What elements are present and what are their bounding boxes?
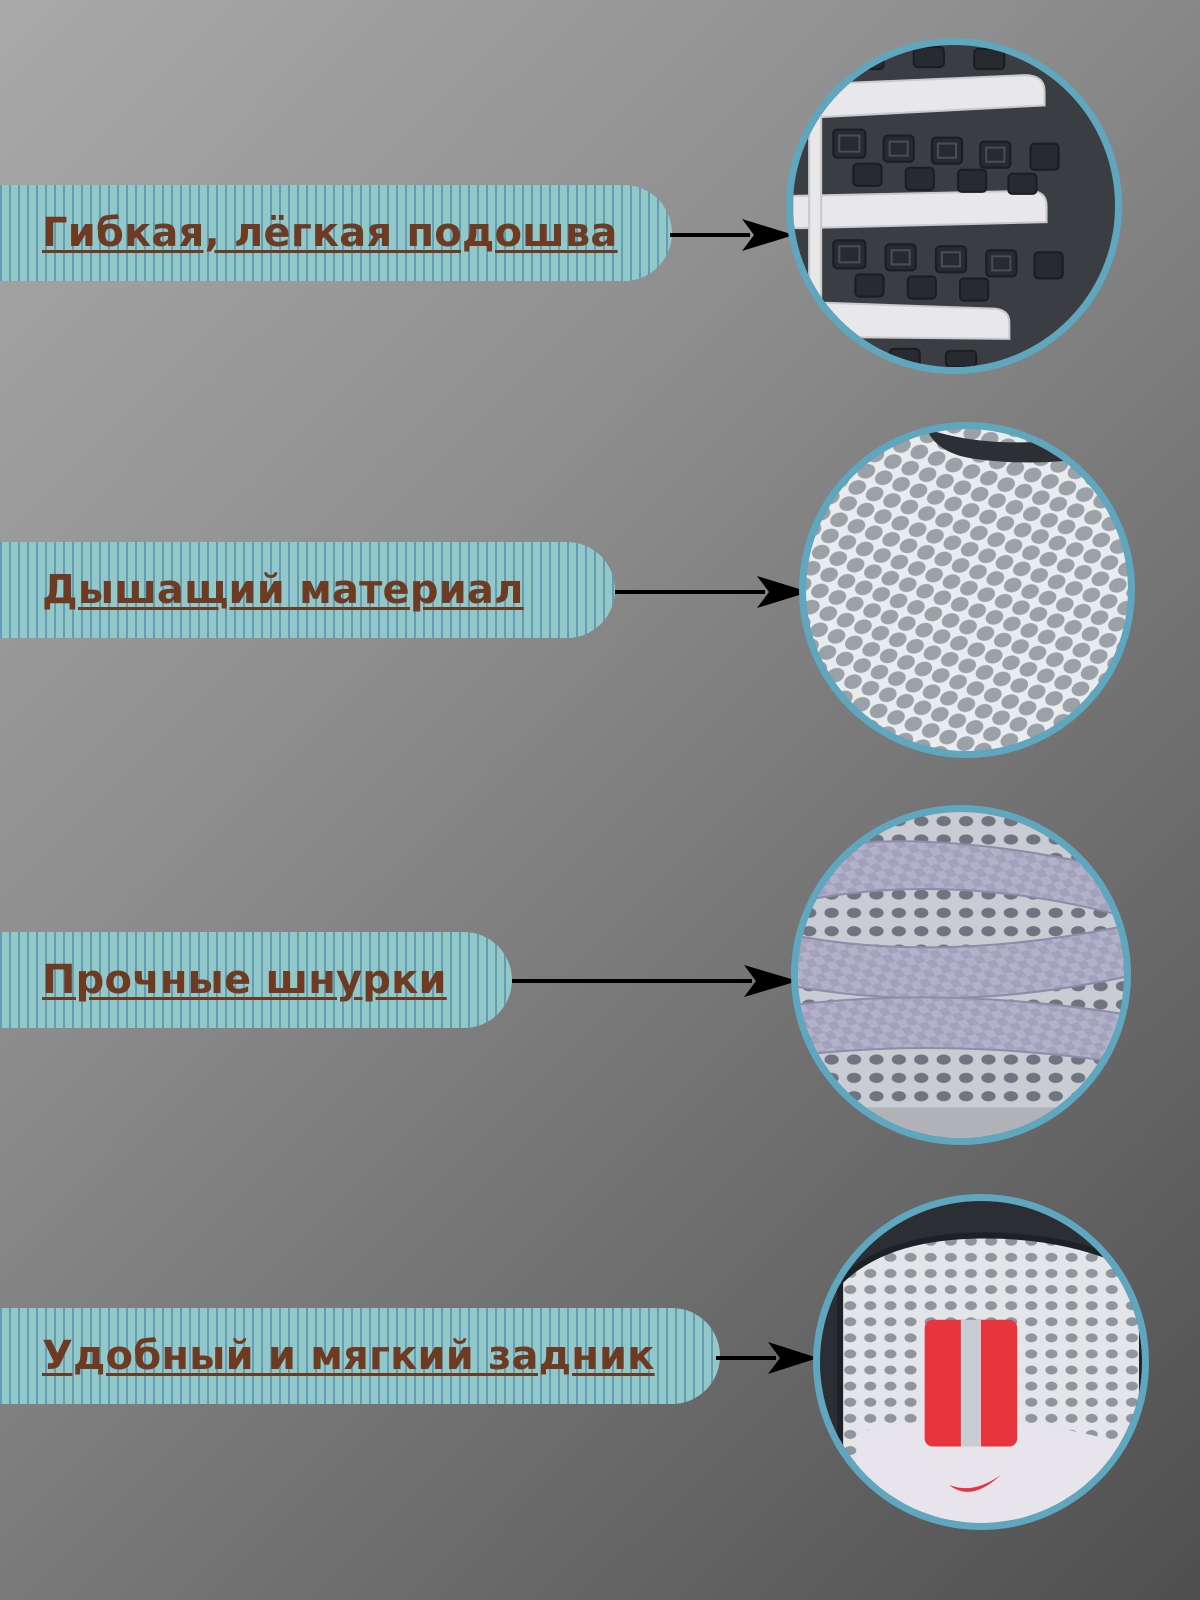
feature-label-pill: Прочные шнурки xyxy=(0,932,512,1028)
feature-label-pill: Гибкая, лёгкая подошва xyxy=(0,185,672,281)
feature-row-sole: Гибкая, лёгкая подошва xyxy=(0,30,1200,390)
sole-tread-icon xyxy=(786,38,1122,374)
feature-label-pill: Удобный и мягкий задник xyxy=(0,1308,720,1404)
heel-tab-icon xyxy=(813,1194,1149,1530)
pointer-arrow-icon xyxy=(615,576,809,608)
feature-label-pill: Дышащий материал xyxy=(0,542,615,638)
laces-icon xyxy=(791,805,1131,1145)
feature-label-text: Прочные шнурки xyxy=(42,957,447,1003)
feature-label-text: Гибкая, лёгкая подошва xyxy=(42,210,618,256)
feature-row-mesh: Дышащий материал xyxy=(0,410,1200,770)
feature-row-laces: Прочные шнурки xyxy=(0,795,1200,1155)
feature-label-text: Удобный и мягкий задник xyxy=(42,1333,655,1379)
pointer-arrow-icon xyxy=(716,1342,818,1374)
mesh-fabric-icon xyxy=(799,422,1135,758)
pointer-arrow-icon xyxy=(512,965,798,997)
feature-row-heel: Удобный и мягкий задник xyxy=(0,1170,1200,1530)
pointer-arrow-icon xyxy=(670,219,794,251)
feature-label-text: Дышащий материал xyxy=(42,567,524,613)
